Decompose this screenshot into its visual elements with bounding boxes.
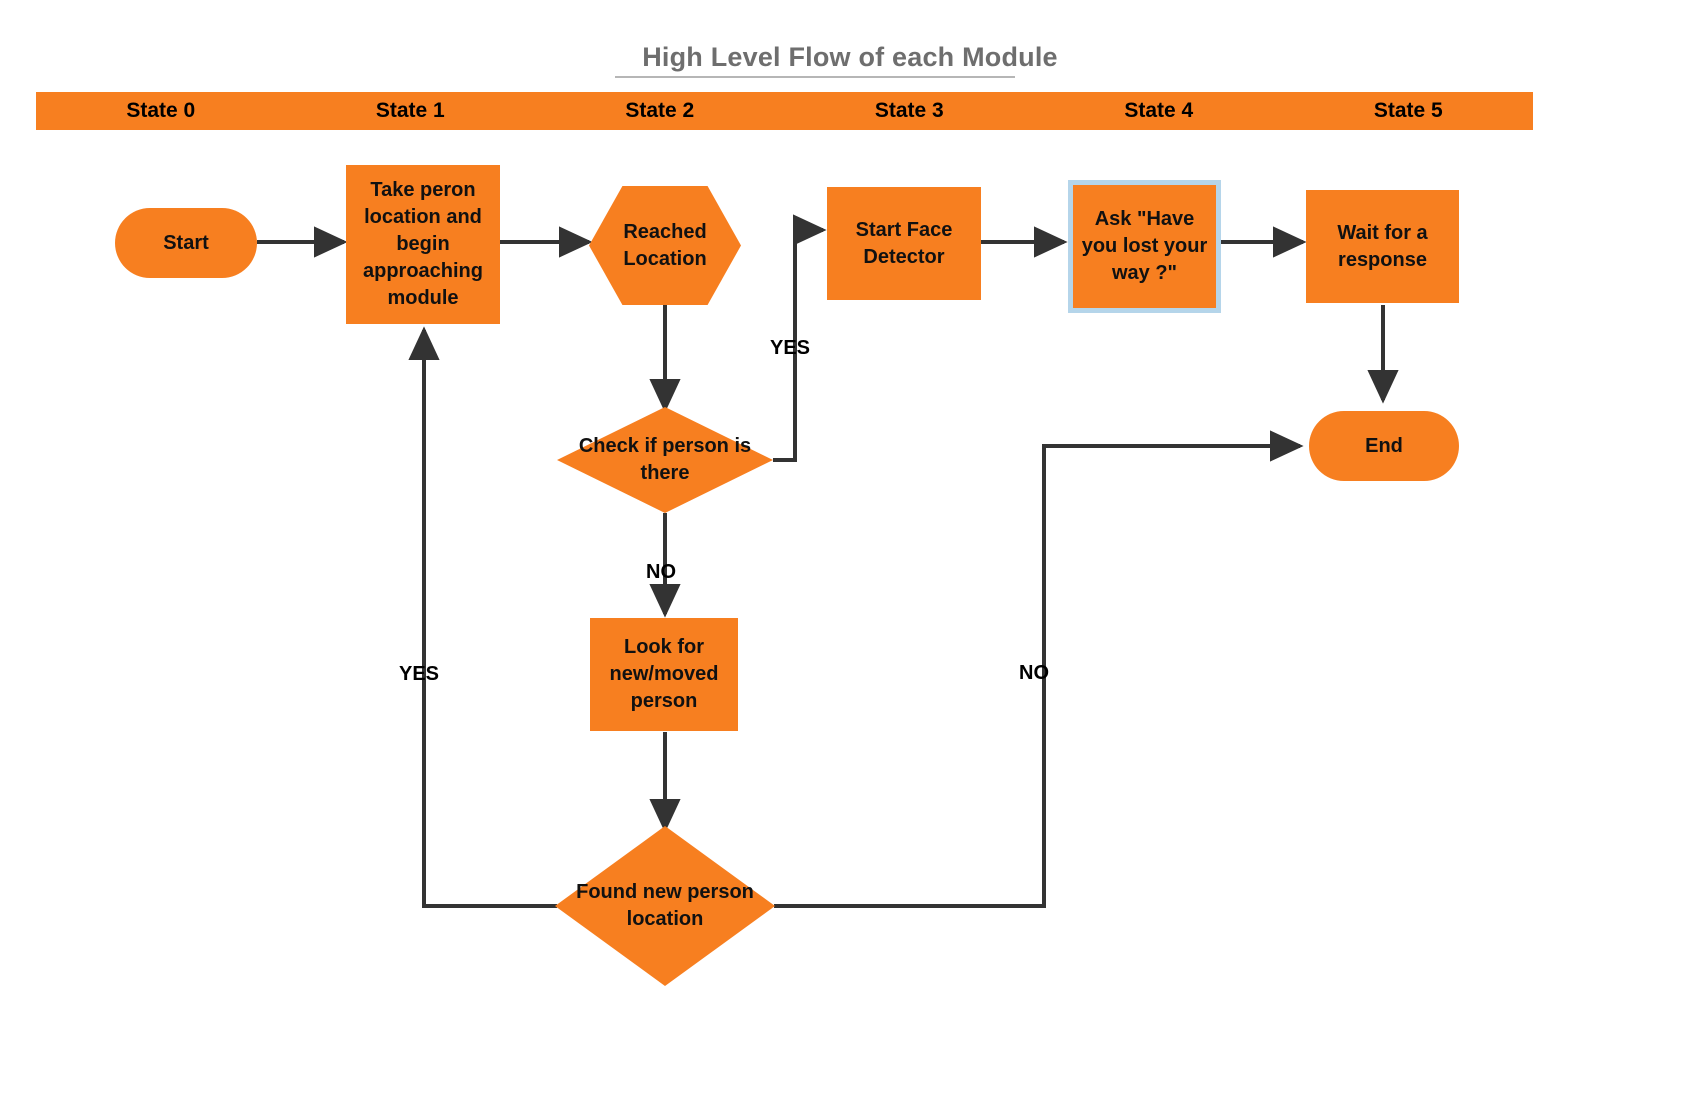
node-ask-lost[interactable]: Ask "Have you lost your way ?" [1068, 180, 1221, 313]
node-start-face-detector[interactable]: Start Face Detector [827, 187, 981, 300]
node-look-for-person-label: Look for new/moved person [609, 636, 719, 712]
node-take-location[interactable]: Take peron location and begin approachin… [346, 165, 500, 324]
state-cell-1: State 1 [375, 99, 445, 122]
state-cell-2: State 2 [625, 99, 695, 122]
node-found-person[interactable]: Found new person location [555, 826, 775, 986]
node-end-label: End [1365, 434, 1403, 457]
node-reached-location[interactable]: Reached Location [589, 186, 741, 305]
edge-found-yes-to-take [408, 326, 557, 908]
node-look-for-person[interactable]: Look for new/moved person [590, 618, 738, 731]
edge-label-check-yes: YES [770, 337, 811, 359]
state-cell-0: State 0 [126, 99, 196, 122]
state-bar: State 0 State 1 State 2 State 3 State 4 … [36, 92, 1533, 130]
node-end[interactable]: End [1309, 411, 1459, 481]
node-ask-lost-label: Ask "Have you lost your way ?" [1081, 208, 1208, 284]
node-start-label: Start [163, 231, 209, 254]
node-found-person-shape [555, 826, 775, 986]
page-title: High Level Flow of each Module [642, 42, 1058, 72]
node-start[interactable]: Start [115, 208, 257, 278]
state-cell-3: State 3 [874, 99, 944, 122]
edge-label-found-no: NO [1019, 662, 1049, 684]
state-cell-5: State 5 [1373, 99, 1443, 122]
edge-label-found-yes: YES [399, 663, 440, 685]
node-check-person-shape [557, 407, 773, 513]
edge-label-check-no: NO [646, 561, 676, 583]
node-check-person[interactable]: Check if person is there [557, 407, 773, 513]
node-wait-response-label: Wait for a response [1337, 221, 1428, 271]
title-underline [615, 76, 1015, 78]
node-reached-location-label: Reached Location [623, 220, 707, 270]
state-cell-4: State 4 [1124, 99, 1194, 122]
node-start-face-detector-label: Start Face Detector [855, 218, 953, 268]
node-wait-response[interactable]: Wait for a response [1306, 190, 1459, 303]
node-take-location-label: Take peron location and begin approachin… [362, 179, 483, 309]
